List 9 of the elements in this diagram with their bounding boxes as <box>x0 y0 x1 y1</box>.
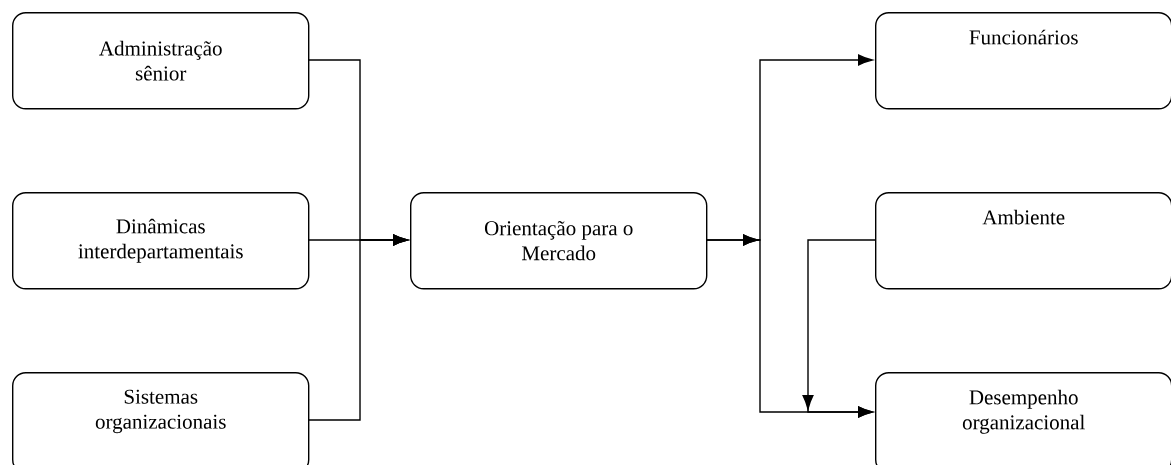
process-box: Ambiente <box>875 192 1171 290</box>
process-box: Funcionários <box>875 12 1171 110</box>
process-box: Administração sênior <box>12 12 310 110</box>
process-box: Desempenho organizacional <box>875 372 1171 465</box>
arrow <box>307 234 408 421</box>
process-box: Orientação para o Mercado <box>410 192 708 290</box>
process-box: Dinâmicas interdepartamentais <box>12 192 310 290</box>
process-box: Sistemas organizacionais <box>12 372 310 465</box>
arrow <box>802 239 876 418</box>
